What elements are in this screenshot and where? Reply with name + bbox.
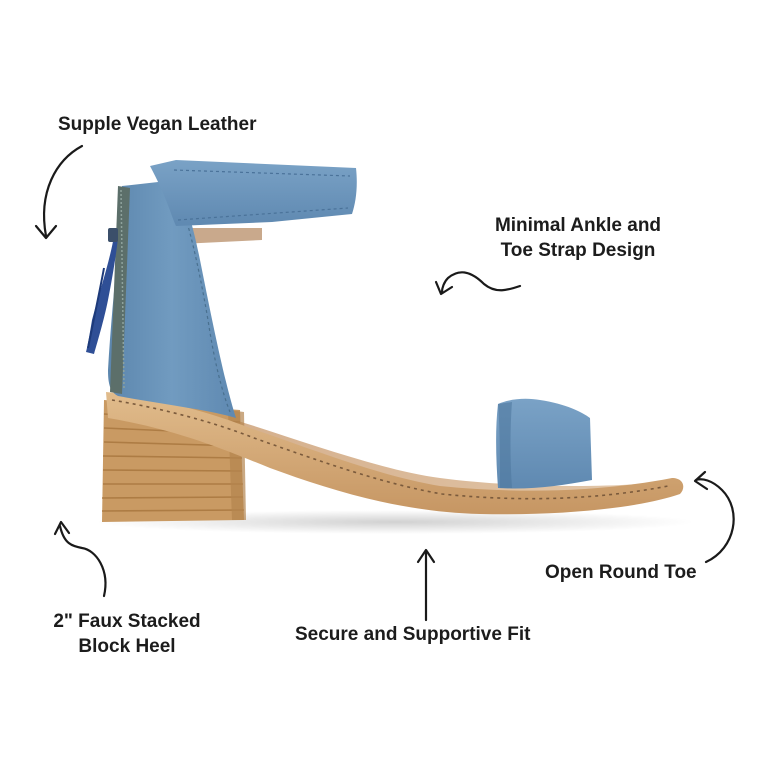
toe-strap-shade — [498, 402, 512, 488]
callout-faux-heel-line1: 2" Faux Stacked — [53, 611, 201, 632]
callout-minimal-strap-line1: Minimal Ankle and — [494, 215, 662, 236]
platform-sole — [106, 392, 684, 515]
callout-minimal-strap-design: Minimal Ankle and Toe Strap Design — [478, 213, 678, 263]
callout-faux-heel-line2: Block Heel — [78, 636, 176, 657]
sole-stitching — [111, 399, 669, 500]
toe-strap — [496, 398, 592, 489]
callout-open-round-toe: Open Round Toe — [545, 562, 697, 583]
back-zipper — [110, 186, 130, 394]
ankle-strap-inner — [178, 228, 262, 244]
ankle-strap — [150, 160, 357, 226]
callout-supple-vegan-leather: Supple Vegan Leather — [58, 114, 257, 135]
arrow-secure-fit — [416, 548, 436, 622]
arrow-open-round-toe — [693, 470, 735, 564]
zipper-tassel — [86, 228, 118, 354]
callout-faux-stacked-heel: 2" Faux Stacked Block Heel — [36, 609, 218, 659]
arrow-faux-heel — [53, 520, 107, 598]
callout-minimal-strap-line2: Toe Strap Design — [500, 240, 656, 261]
arrow-supple-leather — [34, 144, 84, 240]
callout-secure-supportive-fit: Secure and Supportive Fit — [295, 624, 531, 645]
ankle-strap-stitching — [173, 169, 351, 221]
heel-counter — [108, 180, 236, 418]
arrow-minimal-strap — [434, 271, 522, 296]
